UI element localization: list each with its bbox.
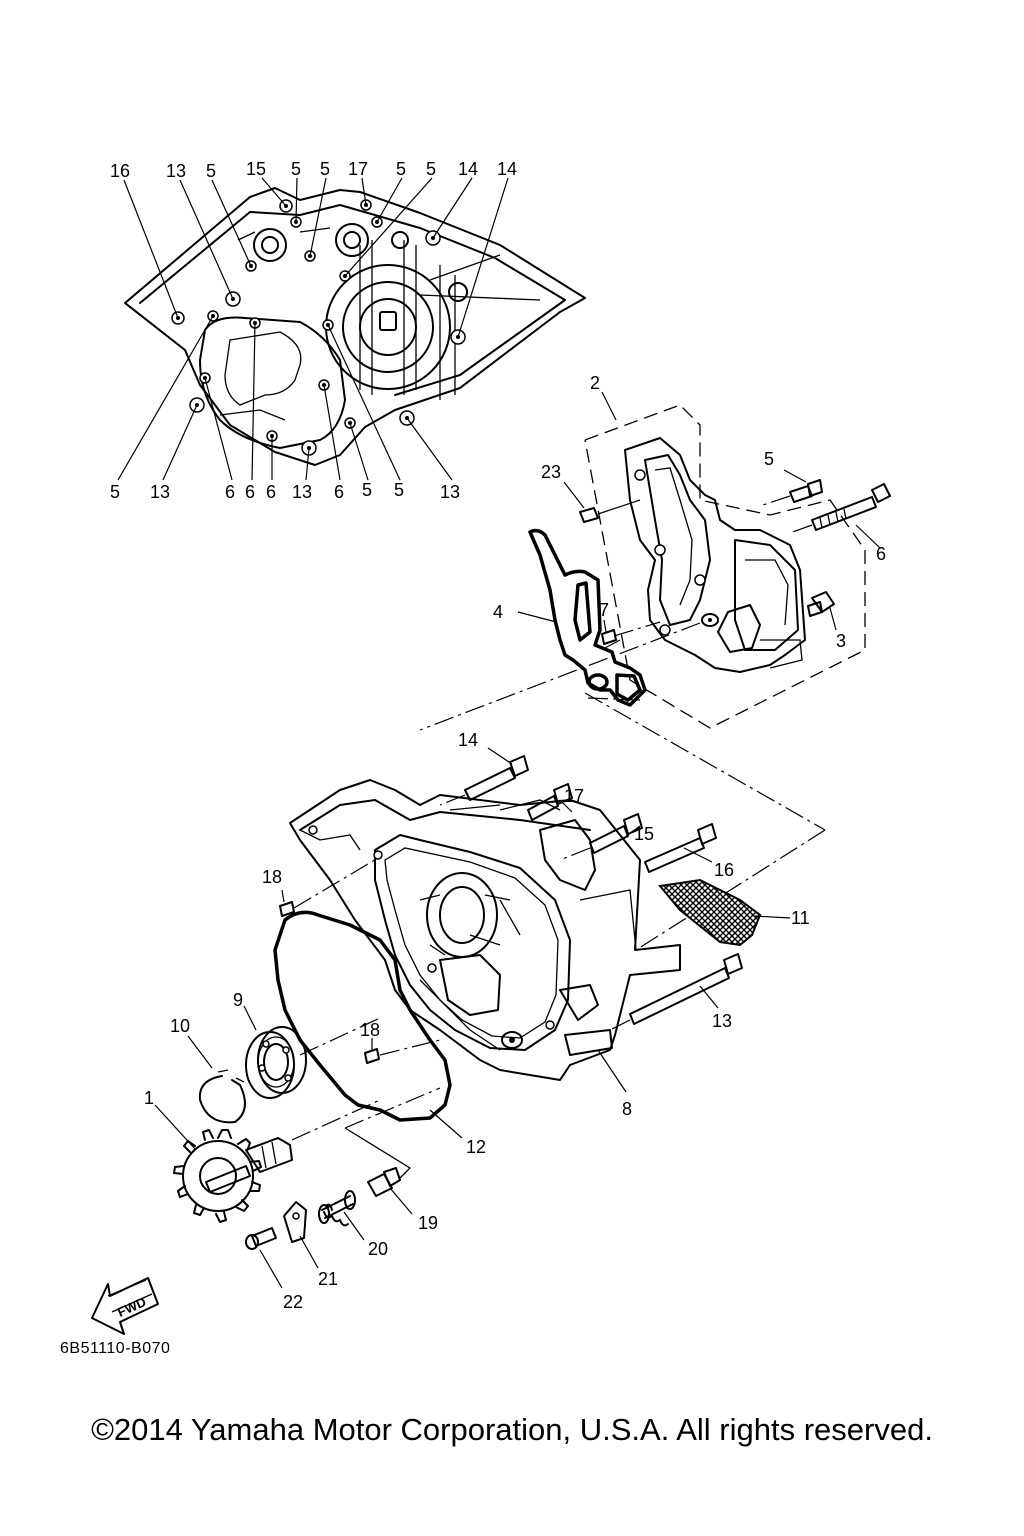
callout-top-16: 16 — [110, 161, 130, 181]
callout-pump-5: 5 — [764, 449, 774, 469]
callout-main-21: 21 — [318, 1269, 338, 1289]
callout-top-15: 15 — [246, 159, 266, 179]
callout-main-14: 14 — [458, 730, 478, 750]
callout-bottom-6c: 6 — [266, 482, 276, 502]
callout-bottom-13a: 13 — [150, 482, 170, 502]
callout-main-11: 11 — [791, 908, 810, 928]
callout-main-12: 12 — [466, 1137, 486, 1157]
callout-pump-3: 3 — [836, 631, 846, 651]
copyright-notice: ©2014 Yamaha Motor Corporation, U.S.A. A… — [91, 1412, 933, 1447]
callout-main-9: 9 — [233, 990, 243, 1010]
callout-main-19: 19 — [418, 1213, 438, 1233]
callout-top-17: 17 — [348, 159, 368, 179]
callout-main-20: 20 — [368, 1239, 388, 1259]
crankcase-top-view: 16 13 5 15 5 5 17 5 5 14 14 5 13 6 6 6 1… — [110, 159, 586, 502]
callout-top-5a: 5 — [206, 161, 216, 181]
callout-top-5b: 5 — [291, 159, 301, 179]
oil-pump-assembly: 2 23 5 6 4 7 3 — [419, 373, 891, 951]
callout-bottom-13c: 13 — [440, 482, 460, 502]
callout-bottom-6d: 6 — [334, 482, 344, 502]
callout-main-22: 22 — [283, 1292, 303, 1312]
callout-pump-23: 23 — [541, 462, 561, 482]
callout-bottom-5a: 5 — [110, 482, 120, 502]
callout-main-10: 10 — [170, 1016, 190, 1036]
callout-pump-2: 2 — [590, 373, 600, 393]
callout-pump-6: 6 — [876, 544, 886, 564]
callout-top-5d: 5 — [396, 159, 406, 179]
callout-pump-7: 7 — [599, 600, 609, 620]
callout-bottom-6b: 6 — [245, 482, 255, 502]
callout-main-13: 13 — [712, 1011, 732, 1031]
callout-bottom-13b: 13 — [292, 482, 312, 502]
callout-top-5c: 5 — [320, 159, 330, 179]
callout-main-18a: 18 — [262, 867, 282, 887]
callout-main-8: 8 — [622, 1099, 632, 1119]
crankcase-main: 14 17 15 16 18 11 9 10 18 13 1 8 12 19 2… — [144, 730, 810, 1312]
callout-main-1: 1 — [144, 1088, 154, 1108]
callout-pump-4: 4 — [493, 602, 503, 622]
callout-bottom-5c: 5 — [394, 480, 404, 500]
callout-top-14a: 14 — [458, 159, 478, 179]
callout-bottom-5b: 5 — [362, 480, 372, 500]
callout-top-13: 13 — [166, 161, 186, 181]
drawing-code: 6B51110-B070 — [60, 1340, 171, 1357]
callout-bottom-6a: 6 — [225, 482, 235, 502]
callout-main-17: 17 — [564, 786, 584, 806]
fwd-arrow-icon: FWD — [91, 1277, 159, 1335]
callout-main-16: 16 — [714, 860, 734, 880]
callout-top-5e: 5 — [426, 159, 436, 179]
callout-main-15: 15 — [634, 824, 654, 844]
callout-main-18b: 18 — [360, 1020, 380, 1040]
gear-1 — [154, 1099, 381, 1223]
callout-top-14b: 14 — [497, 159, 517, 179]
